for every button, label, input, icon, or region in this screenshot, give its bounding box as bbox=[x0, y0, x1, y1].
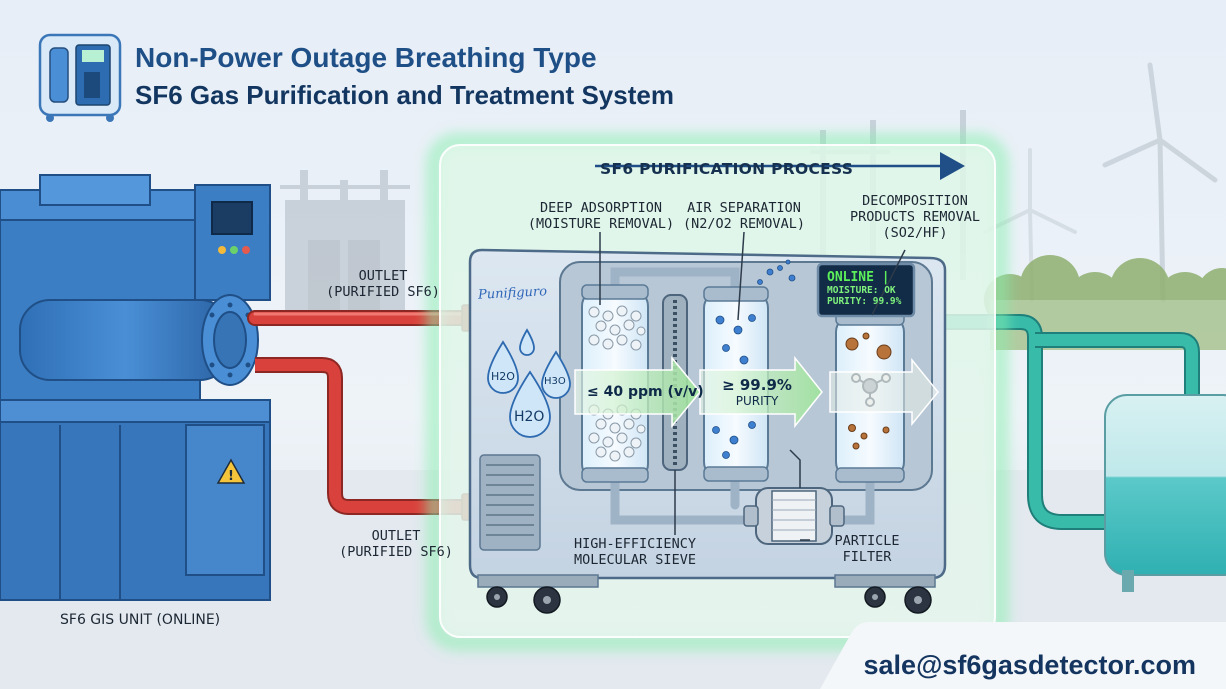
warning-icon bbox=[216, 458, 246, 484]
water-droplet-icons bbox=[487, 328, 571, 438]
water-label-b: H3O bbox=[544, 376, 566, 387]
status-screen-text: ONLINE | MOISTURE: OK PURITY: 99.9% bbox=[827, 270, 901, 307]
purity-stat-label: PURITY bbox=[735, 394, 779, 408]
water-label-a: H2O bbox=[491, 370, 515, 383]
status-screen bbox=[816, 262, 916, 318]
stage1-label-line2: (MOISTURE REMOVAL) bbox=[527, 216, 675, 232]
svg-text:!: ! bbox=[228, 469, 234, 484]
gis-unit-label: SF6 GIS UNIT (ONLINE) bbox=[60, 612, 221, 628]
email-banner bbox=[820, 622, 1226, 689]
process-frame-glow bbox=[426, 133, 1009, 651]
flow-arrow-2 bbox=[699, 355, 823, 429]
stage1-label: DEEP ADSORPTION (MOISTURE REMOVAL) bbox=[521, 200, 681, 232]
outlet-top-label: OUTLET (PURIFIED SF6) bbox=[318, 268, 448, 300]
contaminant-particles bbox=[845, 332, 892, 450]
flow-arrow-3 bbox=[829, 357, 939, 427]
gas-molecules bbox=[712, 259, 796, 459]
teal-output-pipe bbox=[945, 314, 1200, 530]
outlet-bottom-line2: (PURIFIED SF6) bbox=[339, 544, 453, 560]
stage1-label-line1: DEEP ADSORPTION bbox=[540, 200, 662, 216]
system-logo-icon bbox=[38, 33, 122, 122]
filter-label-line2: FILTER bbox=[842, 549, 892, 565]
process-title: SF6 PURIFICATION PROCESS bbox=[600, 160, 854, 178]
sieve-label: HIGH-EFFICIENCY MOLECULAR SIEVE bbox=[570, 536, 700, 568]
outlet-bottom-line1: OUTLET bbox=[371, 528, 421, 544]
callout-lines bbox=[599, 231, 906, 541]
purity-stat: ≥ 99.9% PURITY bbox=[722, 376, 792, 408]
sieve-label-line2: MOLECULAR SIEVE bbox=[574, 552, 696, 568]
outlet-top-line1: OUTLET bbox=[358, 268, 408, 284]
stage3-label-line2: PRODUCTS REMOVAL bbox=[849, 209, 981, 225]
moisture-stat: ≤ 40 ppm (v/v) bbox=[587, 384, 704, 400]
outlet-bottom-label: OUTLET (PURIFIED SF6) bbox=[336, 528, 456, 560]
process-arrow-icon bbox=[595, 152, 965, 180]
stage2-label-line1: AIR SEPARATION bbox=[687, 200, 801, 216]
storage-tank bbox=[1104, 394, 1226, 592]
water-label-c: H2O bbox=[514, 409, 545, 425]
outlet-top-line2: (PURIFIED SF6) bbox=[326, 284, 440, 300]
filter-label-line1: PARTICLE bbox=[834, 533, 900, 549]
adsorbent-beads bbox=[588, 305, 646, 462]
stage2-label-line2: (N2/O2 REMOVAL) bbox=[683, 216, 805, 232]
stage3-label-line3: (SO2/HF) bbox=[882, 225, 948, 241]
page-subtitle: SF6 Gas Purification and Treatment Syste… bbox=[135, 80, 674, 110]
purity-stat-value: ≥ 99.9% bbox=[722, 376, 792, 394]
screen-line1: ONLINE | bbox=[827, 270, 890, 285]
screen-line2: MOISTURE: OK bbox=[827, 285, 896, 296]
gis-unit: ! bbox=[0, 174, 271, 601]
flow-arrow-1 bbox=[574, 355, 701, 429]
contact-email[interactable]: sale@sf6gasdetector.com bbox=[863, 650, 1196, 680]
filter-label: PARTICLE FILTER bbox=[822, 533, 912, 565]
particle-filter bbox=[743, 449, 845, 545]
stage2-label: AIR SEPARATION (N2/O2 REMOVAL) bbox=[674, 200, 814, 232]
stage3-label: DECOMPOSITION PRODUCTS REMOVAL (SO2/HF) bbox=[835, 193, 995, 241]
stage3-label-line1: DECOMPOSITION bbox=[862, 193, 968, 209]
page-title: Non-Power Outage Breathing Type bbox=[135, 42, 597, 73]
outlet-pipe-bottom bbox=[255, 357, 470, 515]
sieve-label-line1: HIGH-EFFICIENCY bbox=[574, 536, 696, 552]
screen-line3: PURITY: 99.9% bbox=[827, 296, 902, 307]
